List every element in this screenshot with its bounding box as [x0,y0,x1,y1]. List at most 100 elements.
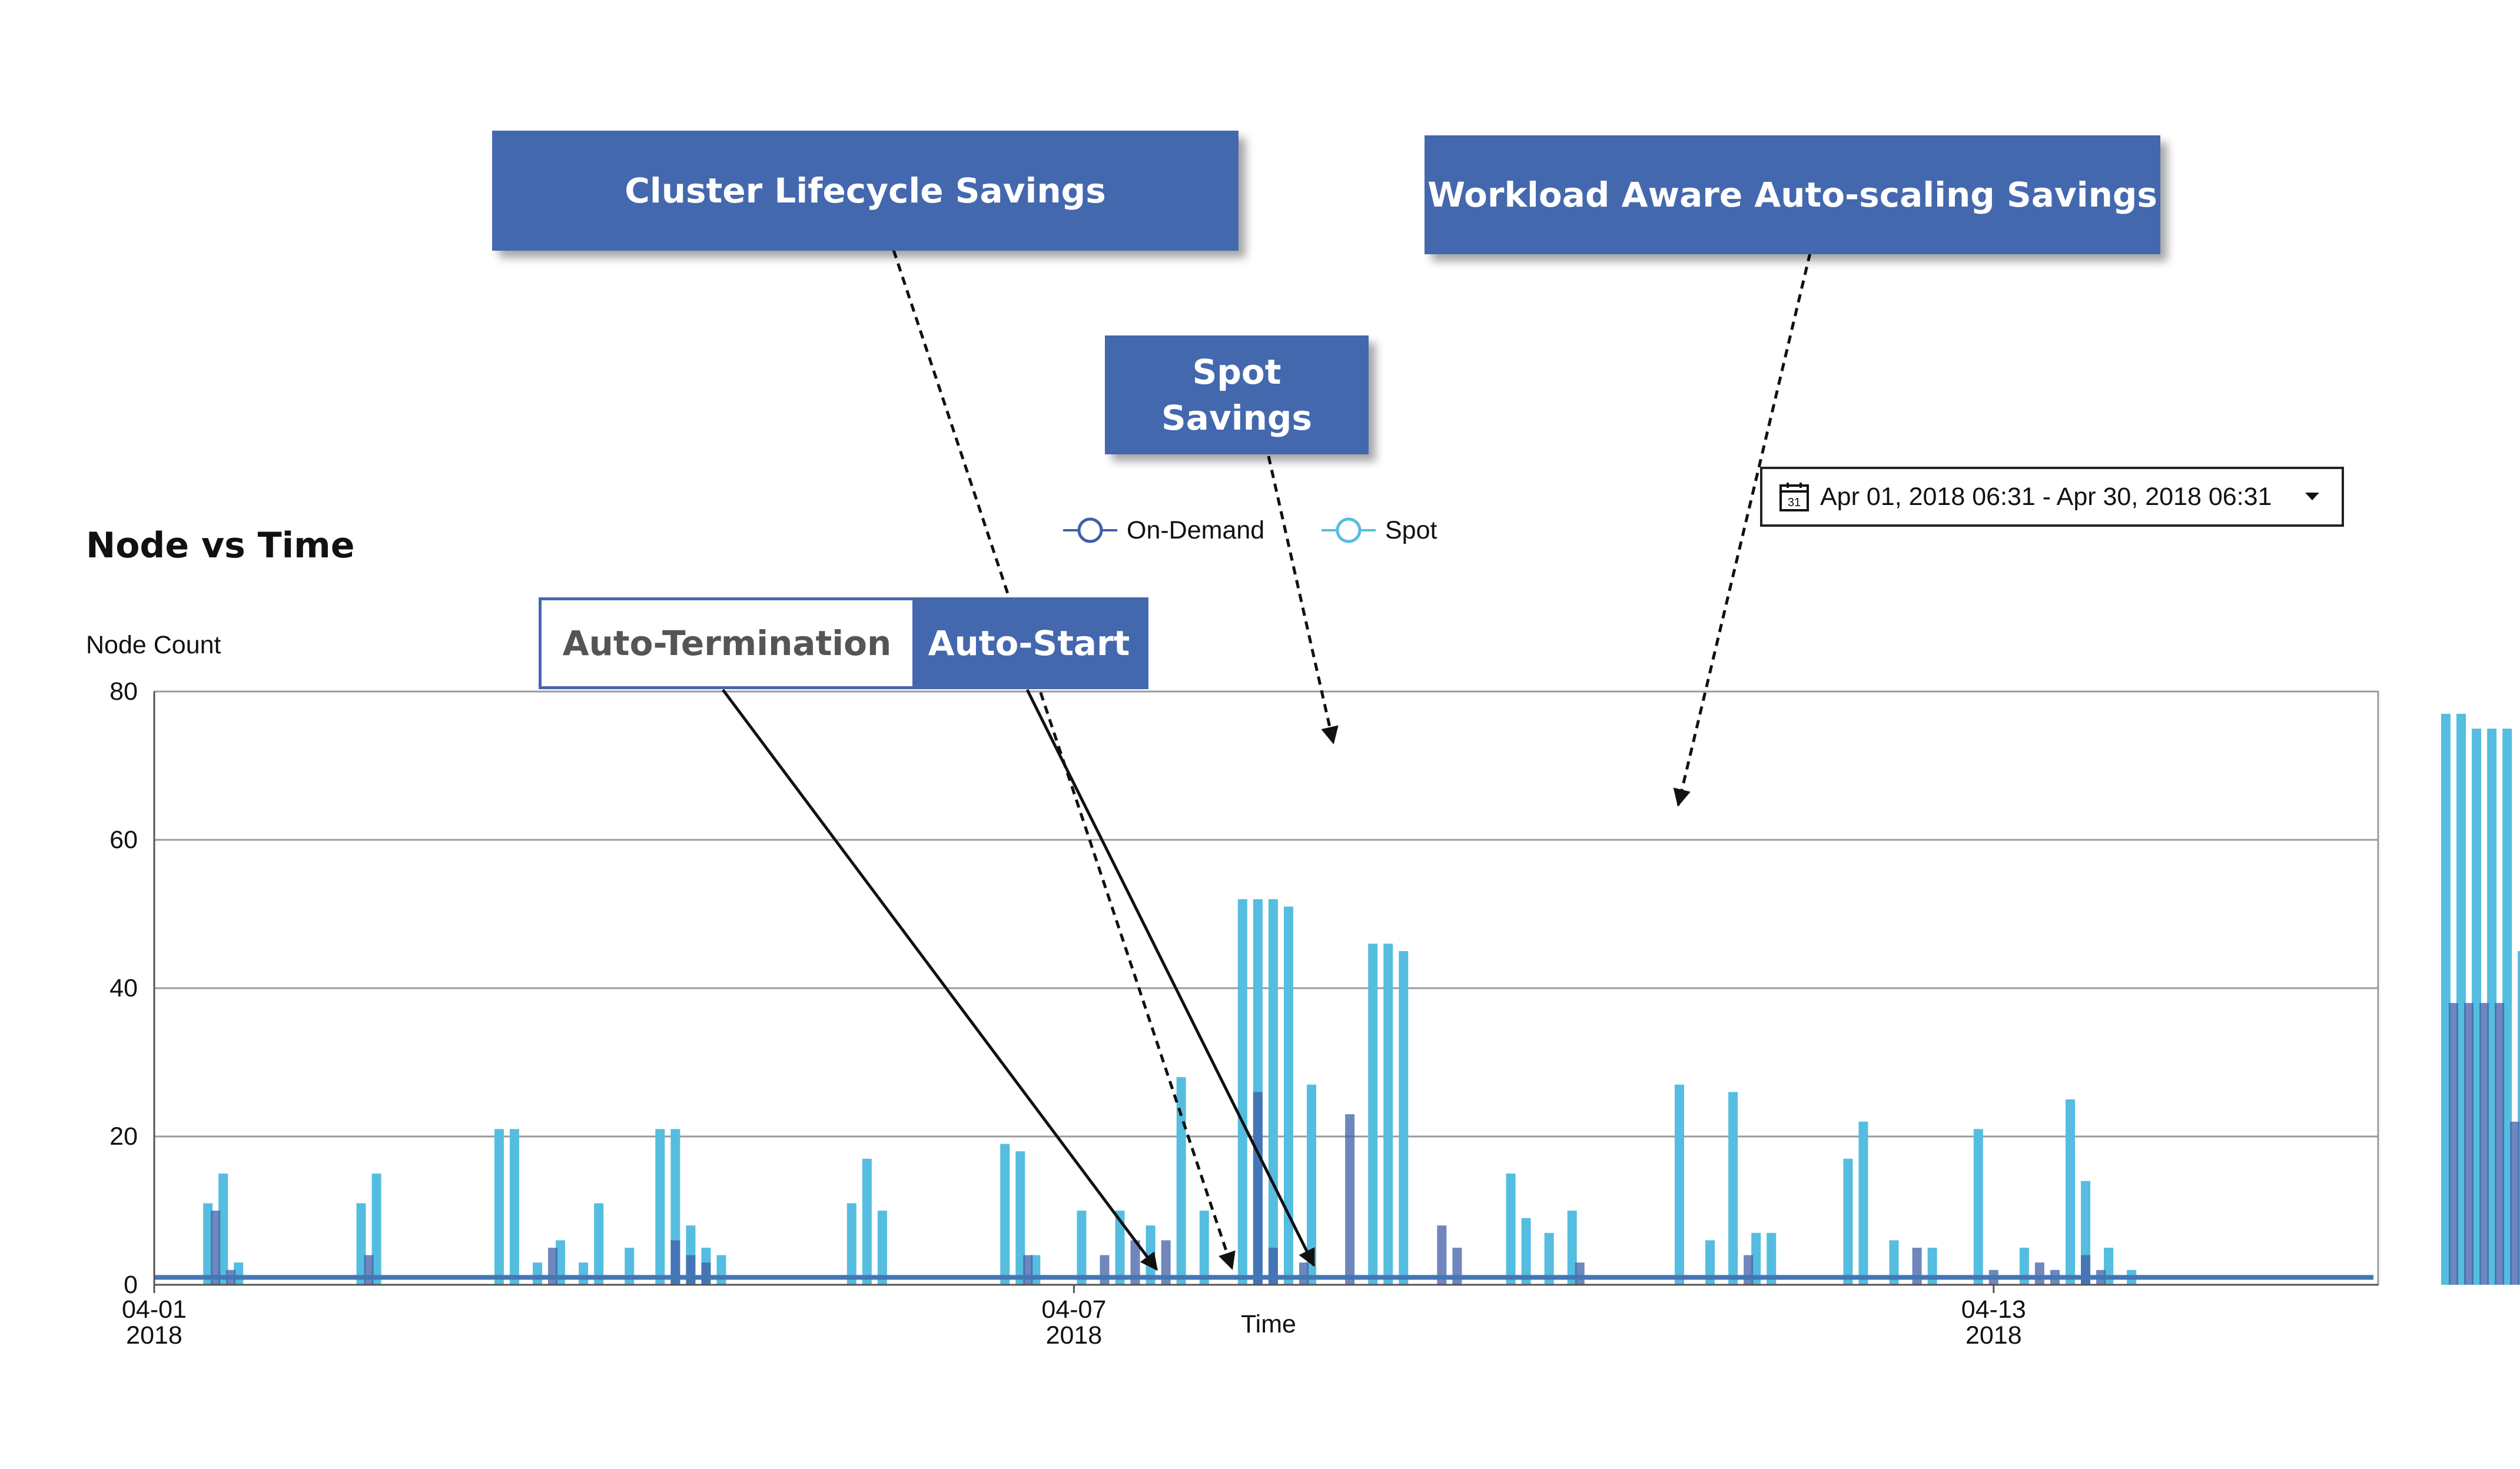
y-tick-label: 40 [109,974,138,1002]
data-bar [1767,1232,1777,1285]
data-bar [877,1211,887,1285]
data-bar [670,1240,680,1285]
data-bar [2081,1255,2091,1285]
data-bar [218,1174,228,1285]
data-bar [655,1129,665,1285]
y-tick-label: 80 [109,677,138,706]
x-tick-label: 04-01 [122,1295,187,1324]
data-bar [1176,1077,1186,1285]
data-bar [1161,1240,1171,1285]
arrow-autostart [1025,689,1316,1267]
data-bar [533,1262,542,1285]
series-spot-area [154,713,2520,1285]
data-bar [1399,951,1409,1285]
auto-termination-button[interactable]: Auto-Termination [542,600,912,686]
auto-start-button[interactable]: Auto-Start [912,600,1146,686]
data-bar [494,1129,504,1285]
data-bar [1521,1218,1531,1285]
data-bar [1452,1248,1462,1285]
data-bar [356,1203,366,1285]
data-bar [1368,943,1378,1285]
data-bar [2472,729,2482,1285]
data-bar [1858,1121,1868,1285]
data-bar [1115,1211,1125,1285]
y-tick-label: 60 [109,826,138,854]
legend-spot[interactable]: Spot [1322,516,1437,545]
data-bar [509,1129,519,1285]
data-bar [203,1203,213,1285]
data-bar [2034,1262,2044,1285]
data-bar [1889,1240,1899,1285]
data-bar [1843,1158,1853,1285]
spot-savings-line2: Savings [1161,398,1312,438]
data-bar [594,1203,604,1285]
series-baseline [154,1275,2373,1280]
data-bar [1544,1232,1554,1285]
workload-aware-callout: Workload Aware Auto-scaling Savings [1425,135,2160,254]
chart-title: Node vs Time [86,525,355,566]
date-range-picker[interactable]: 31 Apr 01, 2018 06:31 - Apr 30, 2018 06:… [1760,467,2344,527]
grid-lines [153,690,2379,1286]
data-bar [1751,1232,1761,1285]
cluster-lifecycle-label: Cluster Lifecycle Savings [625,171,1106,211]
legend-on-demand[interactable]: On-Demand [1063,516,1264,545]
data-bar [1307,1084,1317,1285]
data-bar [2464,1003,2474,1285]
data-bar [1973,1129,1983,1285]
data-bar [1077,1211,1087,1285]
legend-on-demand-label: On-Demand [1127,516,1265,544]
spot-savings-callout: Spot Savings [1105,335,1369,454]
data-bar [2449,1003,2458,1285]
spot-legend-icon [1322,517,1376,543]
data-bar [2066,1099,2075,1285]
data-bar [1506,1174,1516,1285]
data-bar [2495,1003,2505,1285]
x-tick-label: 04-13 [1961,1295,2026,1324]
data-bar [1130,1240,1140,1285]
arrow-cluster-to-idle [892,250,1236,1270]
data-bar [1023,1255,1033,1285]
data-bar [1199,1211,1209,1285]
data-bar [1705,1240,1715,1285]
cluster-lifecycle-callout: Cluster Lifecycle Savings [492,131,1239,251]
arrow-autotermination [721,689,1158,1271]
x-tick-year-label: 2018 [1046,1321,1103,1350]
data-bar [2050,1269,2060,1285]
x-tick-year-label: 2018 [126,1321,182,1350]
data-bar [1437,1225,1447,1285]
data-bar [1383,943,1393,1285]
y-tick-label: 0 [124,1271,138,1299]
data-bar [701,1262,711,1285]
arrow-spot-to-peak [1267,456,1339,745]
data-bar [371,1174,381,1285]
data-bar [1728,1092,1738,1285]
axes [153,692,2378,1292]
spot-savings-line1: Spot [1192,352,1281,392]
data-bar [556,1240,566,1285]
data-bar [2487,729,2497,1285]
data-bar [211,1211,221,1285]
data-bar [2479,1003,2489,1285]
data-bar [1345,1114,1355,1285]
data-bar [846,1203,856,1285]
data-bar [716,1255,726,1285]
data-bar [2441,713,2451,1285]
annotation-arrows [721,250,1812,1271]
x-tick-label: 04-07 [1041,1295,1106,1324]
data-bar [1268,1248,1278,1285]
data-bar [1674,1084,1684,1285]
data-bar [1567,1211,1577,1285]
chevron-down-icon[interactable] [2305,493,2319,500]
data-bar [2502,729,2512,1285]
calendar-day-number: 31 [1788,496,1801,509]
data-bar [364,1255,374,1285]
legend-spot-label: Spot [1385,516,1437,544]
data-bar [2456,713,2466,1285]
data-bar [1253,1092,1263,1285]
tick-labels: 02040608004-01201804-07201804-13201804-1… [109,677,2026,1350]
workload-aware-label: Workload Aware Auto-scaling Savings [1427,175,2157,215]
data-bar [1299,1262,1309,1285]
date-range-text: Apr 01, 2018 06:31 - Apr 30, 2018 06:31 [1820,482,2272,511]
on-demand-legend-icon [1063,517,1117,543]
